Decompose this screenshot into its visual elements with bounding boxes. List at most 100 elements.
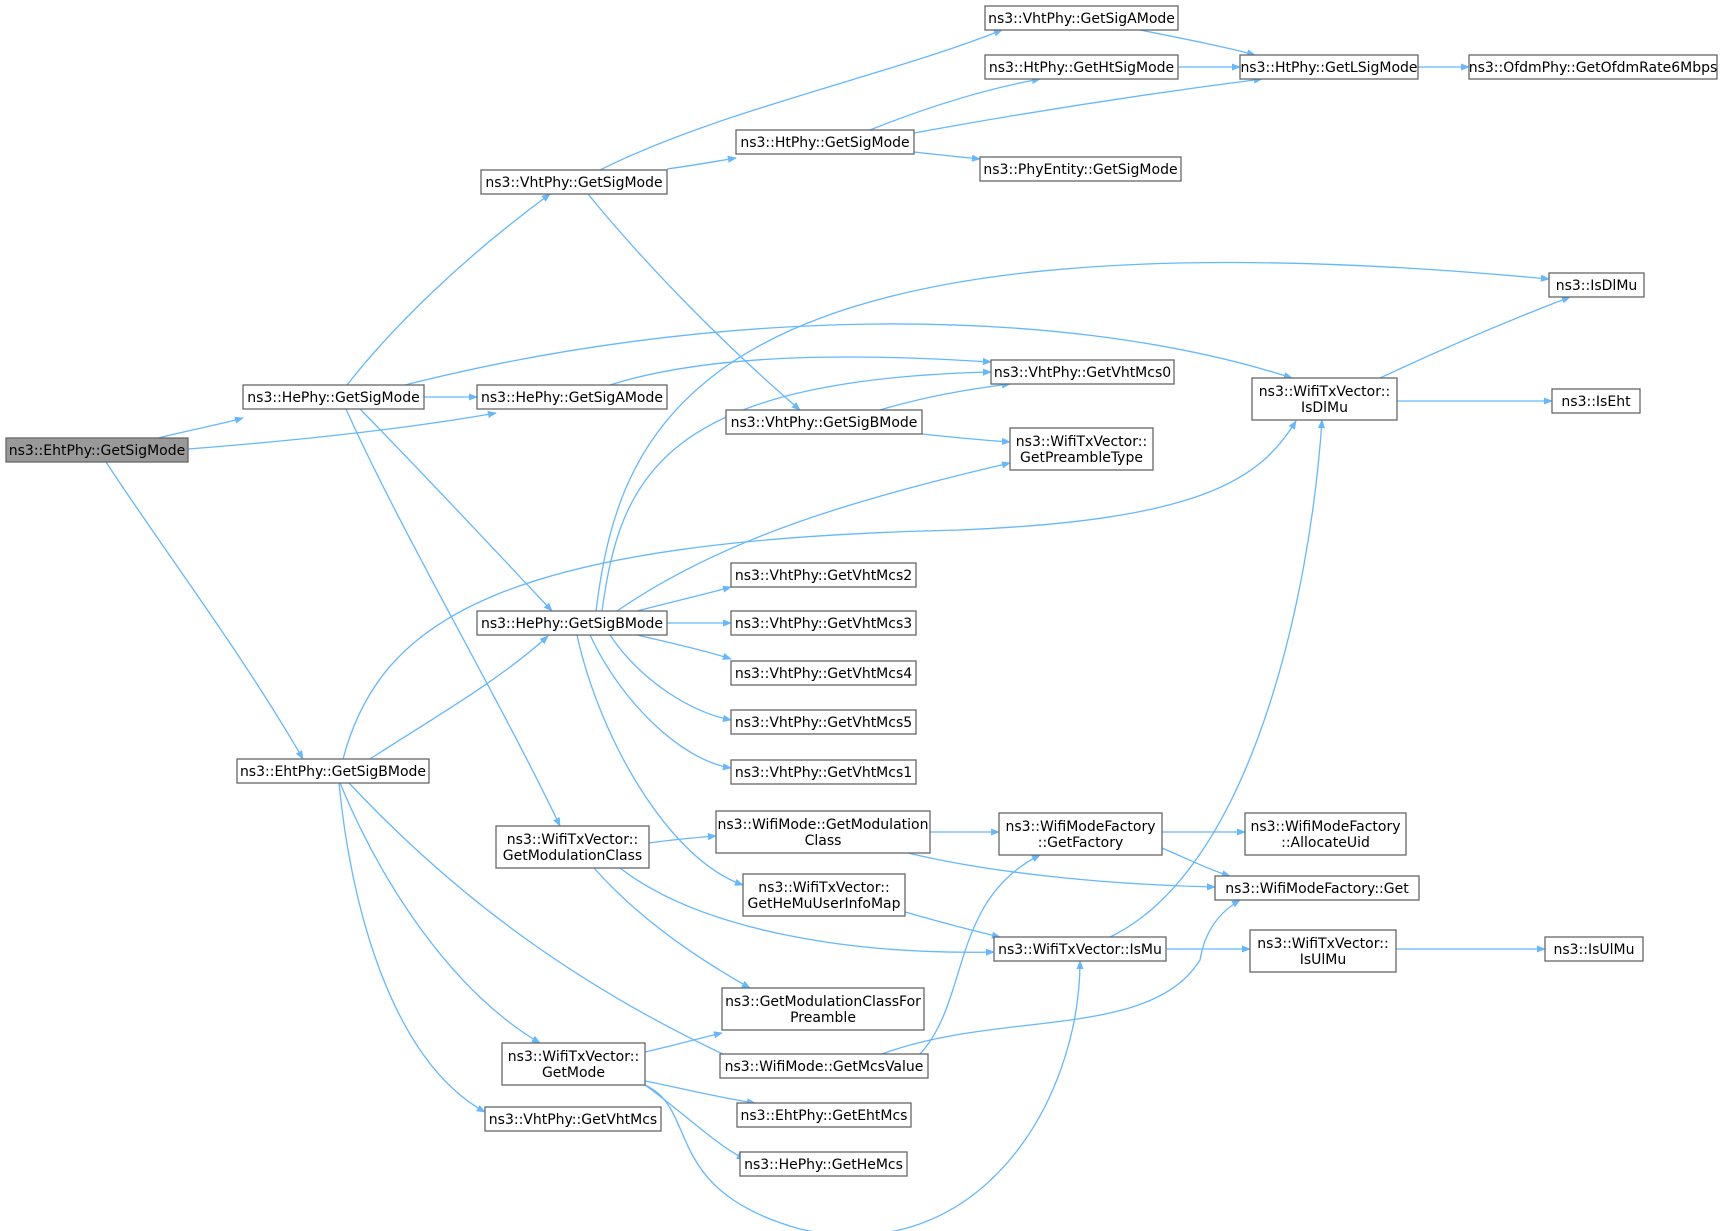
node-box [484,1106,662,1132]
edge-ht_getsigmode-to-phyentity_getsigmode [913,151,981,162]
edge-path [907,852,1216,891]
node-wm-getmcsvalue[interactable]: ns3::WifiMode::GetMcsValue [719,1053,929,1079]
node-box [730,709,917,735]
node-wmf-getfactory[interactable]: ns3::WifiModeFactory::GetFactory [998,812,1163,856]
node-box [725,409,923,435]
node-wtv-ismu[interactable]: ns3::WifiTxVector::IsMu [993,936,1167,962]
node-he-getsigamode[interactable]: ns3::HePhy::GetSigAMode [476,384,668,410]
edge-path [644,1031,723,1053]
edge-path [913,76,1263,134]
node-box [735,129,915,155]
node-wm-getmodulationclass[interactable]: ns3::WifiMode::GetModulationClass [715,810,931,854]
node-wtv-getmodulationclass[interactable]: ns3::WifiTxVector::GetModulationClass [495,825,650,869]
node-phyentity-getsigmode[interactable]: ns3::PhyEntity::GetSigMode [979,156,1182,182]
node-box [1214,875,1420,901]
node-ht-gethtsigmode[interactable]: ns3::HtPhy::GetHtSigMode [984,54,1179,80]
edge-wtv_gethemuuserinfomap-to-wtv_ismu [904,911,1001,939]
node-isulmu[interactable]: ns3::IsUlMu [1544,936,1644,962]
node-label: GetPreambleType [1020,450,1143,466]
node-vht-getvhtmcs1[interactable]: ns3::VhtPhy::GetVhtMcs1 [730,759,917,785]
edge-path [609,634,732,722]
node-he-getsigmode[interactable]: ns3::HePhy::GetSigMode [242,384,425,410]
node-label: ns3::WifiTxVector:: [1016,434,1147,450]
node-wtv-getmode[interactable]: ns3::WifiTxVector::GetMode [501,1042,646,1086]
edge-path [921,433,1011,446]
node-label: ns3::WifiTxVector:: [1257,936,1388,952]
node-vht-getvhtmcs5[interactable]: ns3::VhtPhy::GetVhtMcs5 [730,709,917,735]
edge-wtv_getmodulationclass-to-getmodclassforpreamble [593,867,751,989]
edge-wtv_getmode-to-wtv_ismu [644,960,1084,1231]
edge-wtv_getmode-to-eht_getehtmcs [644,1080,756,1106]
node-box [1239,54,1419,80]
node-ht-getsigmode[interactable]: ns3::HtPhy::GetSigMode [735,129,915,155]
node-eht-getehtmcs[interactable]: ns3::EhtPhy::GetEhtMcs [736,1102,912,1128]
node-vht-getsigamode[interactable]: ns3::VhtPhy::GetSigAMode [984,5,1179,31]
edge-path [879,381,1011,411]
edge-vht_getsigmode-to-vht_getsigamode [599,29,1003,171]
node-box [480,169,668,195]
node-label: ns3::WifiTxVector:: [1259,384,1390,400]
node-vht-getvhtmcs[interactable]: ns3::VhtPhy::GetVhtMcs [484,1106,662,1132]
edge-path [339,782,541,1044]
node-wtv-gethemuuserinfomap[interactable]: ns3::WifiTxVector::GetHeMuUserInfoMap [742,873,906,917]
node-box [715,810,931,854]
node-vht-getsigbmode[interactable]: ns3::VhtPhy::GetSigBMode [725,409,923,435]
node-label: ns3::EhtPhy::GetSigMode [9,443,186,459]
node-label: ns3::WifiTxVector:: [758,880,889,896]
edge-eht_getsigmode-to-eht_getsigbmode [105,461,304,760]
node-label: ns3::VhtPhy::GetVhtMcs5 [735,715,912,731]
edge-wtv_getmode-to-he_gethemcs [644,1084,746,1160]
node-ht-getlsigmode[interactable]: ns3::HtPhy::GetLSigMode [1239,54,1419,80]
node-box [990,359,1175,385]
node-label: ns3::HePhy::GetSigBMode [481,616,663,632]
node-eht-getsigmode[interactable]: ns3::EhtPhy::GetSigMode [5,437,189,463]
node-he-gethemcs[interactable]: ns3::HePhy::GetHeMcs [739,1151,908,1177]
edge-path [904,911,1001,939]
node-label: ns3::VhtPhy::GetSigAMode [988,11,1175,27]
edge-path [644,1080,756,1106]
node-label: Class [805,833,842,849]
node-wmf-get[interactable]: ns3::WifiModeFactory::Get [1214,875,1420,901]
node-iseht[interactable]: ns3::IsEht [1551,388,1641,414]
node-box [730,562,917,588]
edge-wmf_getfactory-to-wmf_get [1161,847,1231,878]
node-vht-getvhtmcs4[interactable]: ns3::VhtPhy::GetVhtMcs4 [730,660,917,686]
node-isdlmu[interactable]: ns3::IsDlMu [1548,272,1645,298]
edge-wm_getmcsvalue-to-wmf_getfactory [919,854,1041,1055]
node-ofdm-rate6[interactable]: ns3::OfdmPhy::GetOfdmRate6Mbps [1468,54,1718,80]
edge-he_getsigbmode-to-vht_getvhtmcs5 [609,634,732,722]
node-label: ns3::IsEht [1561,394,1631,410]
node-he-getsigbmode[interactable]: ns3::HePhy::GetSigBMode [476,610,668,636]
node-label: ns3::HePhy::GetSigMode [247,390,419,406]
node-vht-getvhtmcs2[interactable]: ns3::VhtPhy::GetVhtMcs2 [730,562,917,588]
node-box [719,1053,929,1079]
node-label: ns3::WifiTxVector::IsMu [998,942,1162,958]
node-wtv-isulmu[interactable]: ns3::WifiTxVector::IsUlMu [1249,929,1397,973]
edge-path [587,193,801,411]
node-eht-getsigbmode[interactable]: ns3::EhtPhy::GetSigBMode [236,758,430,784]
node-wtv-isdlmu[interactable]: ns3::WifiTxVector::IsDlMu [1251,377,1398,421]
node-label: ns3::HePhy::GetSigAMode [481,390,663,406]
node-box [998,812,1163,856]
node-box [736,1102,912,1128]
node-box [495,825,650,869]
edge-path [1161,847,1231,878]
edge-wtv_isdlmu-to-isdlmu [1379,296,1571,379]
node-box [730,660,917,686]
edge-eht_getsigbmode-to-he_getsigbmode [369,635,549,760]
node-label: ns3::HtPhy::GetSigMode [740,135,909,151]
node-wtv-getpreambletype[interactable]: ns3::WifiTxVector::GetPreambleType [1009,427,1154,471]
edge-path [881,899,1241,1055]
edge-path [648,833,717,844]
node-label: ns3::VhtPhy::GetSigBMode [731,415,918,431]
node-label: ns3::IsDlMu [1556,278,1638,294]
node-vht-getvhtmcs0[interactable]: ns3::VhtPhy::GetVhtMcs0 [990,359,1175,385]
edge-he_getsigmode-to-vht_getsigmode [346,193,551,386]
edge-eht_getsigbmode-to-wm_getmcsvalue [348,782,741,1063]
node-wmf-allocateuid[interactable]: ns3::WifiModeFactory::AllocateUid [1244,812,1407,856]
node-label: ns3::HtPhy::GetLSigMode [1240,60,1417,76]
node-vht-getvhtmcs3[interactable]: ns3::VhtPhy::GetVhtMcs3 [730,610,917,636]
node-vht-getsigmode[interactable]: ns3::VhtPhy::GetSigMode [480,169,668,195]
